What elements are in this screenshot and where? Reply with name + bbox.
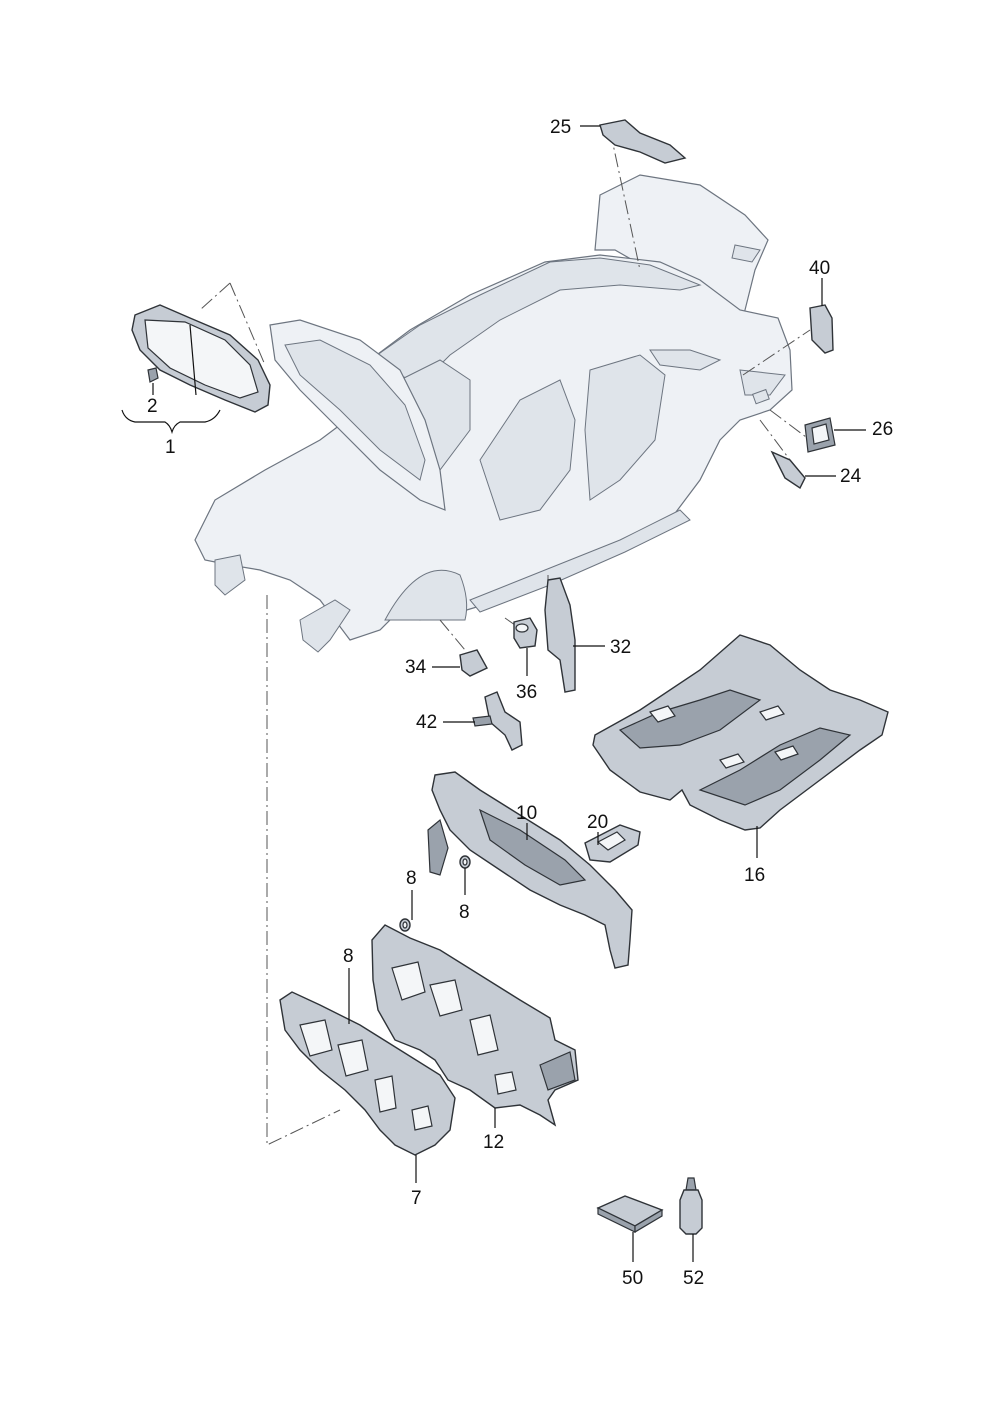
- part-36-block: [513, 617, 538, 649]
- part-10-cowl-insulation: [427, 771, 633, 969]
- part-34-block: [459, 649, 488, 677]
- label-part-8-a: 8: [406, 868, 417, 889]
- part-2-clip: [147, 367, 159, 383]
- washer-8-a: [459, 855, 471, 869]
- label-part-32: 32: [610, 637, 631, 658]
- part-26-pad: [804, 417, 836, 453]
- part-52-adhesive-bottle: [679, 1177, 703, 1235]
- part-1-hood-insulation: [131, 304, 271, 413]
- part-40-pad: [809, 304, 834, 354]
- label-part-8-b: 8: [459, 902, 470, 923]
- part-7-bulkhead-insulation: [279, 991, 456, 1156]
- washer-8-b: [399, 918, 411, 932]
- part-16-floor-insulation: [592, 634, 889, 831]
- label-part-36: 36: [516, 682, 537, 703]
- reference-lines: [199, 129, 811, 1146]
- label-part-34: 34: [405, 657, 427, 678]
- label-part-20: 20: [587, 812, 608, 833]
- part-25-insulation-pad: [599, 119, 687, 164]
- part-24-pad: [770, 450, 806, 490]
- part-20-pad: [584, 824, 641, 863]
- label-part-2: 2: [147, 396, 158, 417]
- part-42-bracket: [472, 691, 523, 751]
- label-part-25: 25: [550, 117, 571, 138]
- part-32-pillar-insulation: [544, 577, 576, 693]
- label-part-50: 50: [622, 1268, 643, 1289]
- part-50-sound-pad: [596, 1195, 664, 1234]
- label-part-52: 52: [683, 1268, 704, 1289]
- car-body-shell: [194, 174, 793, 653]
- label-part-40: 40: [809, 258, 830, 279]
- label-part-8-c: 8: [343, 946, 354, 967]
- label-part-12: 12: [483, 1132, 504, 1153]
- label-part-26: 26: [872, 419, 893, 440]
- label-part-1: 1: [165, 437, 176, 458]
- part-labels: 2 1 25 40 26 24 32 34 36 42 10 20 16 8 8…: [147, 117, 893, 1289]
- label-part-16: 16: [744, 865, 765, 886]
- leader-lines: [121, 125, 866, 1262]
- label-part-24: 24: [840, 466, 862, 487]
- label-part-10: 10: [516, 803, 537, 824]
- label-part-7: 7: [411, 1188, 422, 1209]
- part-12-bulkhead-insulation: [371, 924, 579, 1127]
- label-part-42: 42: [416, 712, 437, 733]
